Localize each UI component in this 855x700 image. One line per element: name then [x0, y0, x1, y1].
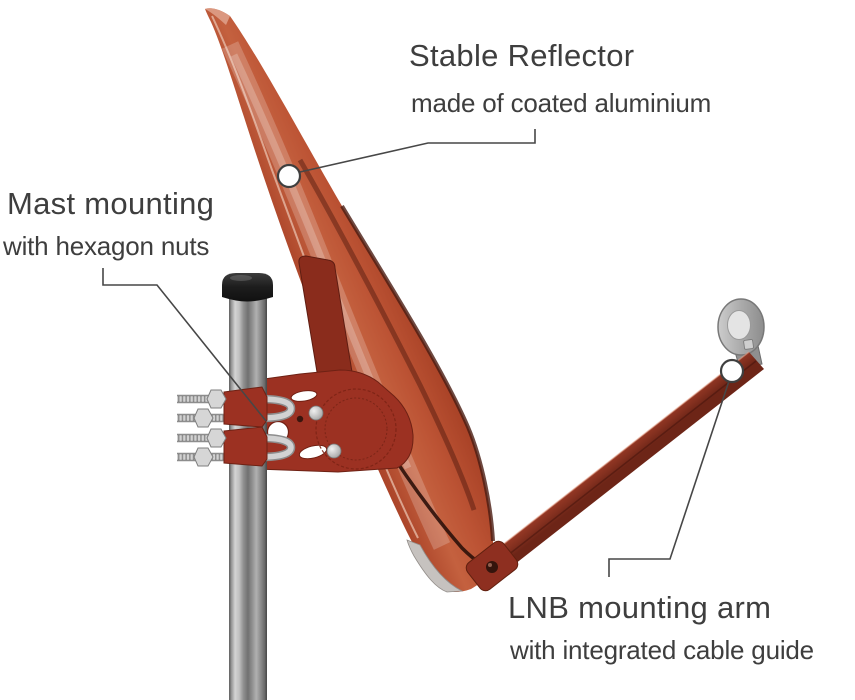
- bracket-slot-bottom: [298, 444, 328, 460]
- mounting-bracket: [256, 369, 414, 473]
- hex-nut-4: [193, 447, 214, 467]
- leader-line-reflector: [299, 129, 536, 173]
- lnb-arm: [486, 351, 764, 575]
- mast-clamp-assembly: [177, 386, 296, 467]
- clamp-block-upper: [223, 386, 268, 428]
- elevation-scale-arc: [315, 388, 397, 470]
- mast-pole: [228, 295, 267, 700]
- callouts: [102, 129, 745, 577]
- elevation-scale-arc-inner: [324, 397, 388, 461]
- clamp-block-lower: [223, 426, 268, 467]
- mast-cap: [222, 273, 273, 302]
- mast-cap-body: [222, 273, 273, 302]
- adjustment-bolt-bottom: [326, 443, 342, 459]
- lnb-arm-top-highlight: [486, 351, 750, 558]
- mast-tube: [229, 295, 267, 700]
- dish-support-strut: [298, 255, 353, 379]
- reflector-label-subtitle: made of coated aluminium: [411, 88, 712, 118]
- mast-label-title: Mast mounting: [7, 186, 215, 221]
- lnb-clamp-screw: [743, 339, 754, 350]
- bracket-pin-hole: [296, 415, 304, 423]
- u-bolt-lower: [177, 435, 294, 460]
- callout-circle-lnb: [719, 358, 745, 384]
- lnb-label-title: LNB mounting arm: [508, 590, 772, 625]
- lnb-arm-tube: [487, 352, 764, 575]
- hex-nut-1: [206, 389, 227, 409]
- lnb-arm-ridge: [493, 360, 757, 567]
- hexagon-nuts: [193, 389, 227, 467]
- dish-top-lip: [205, 8, 230, 25]
- arm-pivot-joint: [465, 540, 519, 592]
- bracket-slot-top: [290, 390, 318, 402]
- pivot-bolt-highlight: [488, 563, 492, 567]
- hex-nut-2: [193, 408, 214, 428]
- dish-rear-crease: [297, 158, 477, 511]
- adjustment-bolt-top: [308, 405, 324, 421]
- leader-line-mast: [102, 268, 267, 422]
- mast-label-subtitle: with hexagon nuts: [3, 231, 210, 261]
- leader-line-lnb: [608, 380, 730, 577]
- dish-reflector-body: [205, 8, 494, 593]
- u-bolt-upper: [177, 396, 294, 421]
- dish-bottom-inner-sliver: [406, 539, 464, 593]
- lnb-holder: [717, 298, 765, 370]
- callout-circle-reflector: [276, 163, 302, 189]
- lnb-holder-ring-bore: [727, 310, 751, 340]
- reflector-label-title: Stable Reflector: [409, 38, 635, 73]
- hex-nut-3: [206, 428, 227, 448]
- lnb-label-subtitle: with integrated cable guide: [510, 635, 814, 665]
- pivot-bolt: [486, 561, 498, 573]
- mast-cap-highlight: [230, 275, 252, 281]
- dish-rear-rim-shadow: [340, 204, 495, 542]
